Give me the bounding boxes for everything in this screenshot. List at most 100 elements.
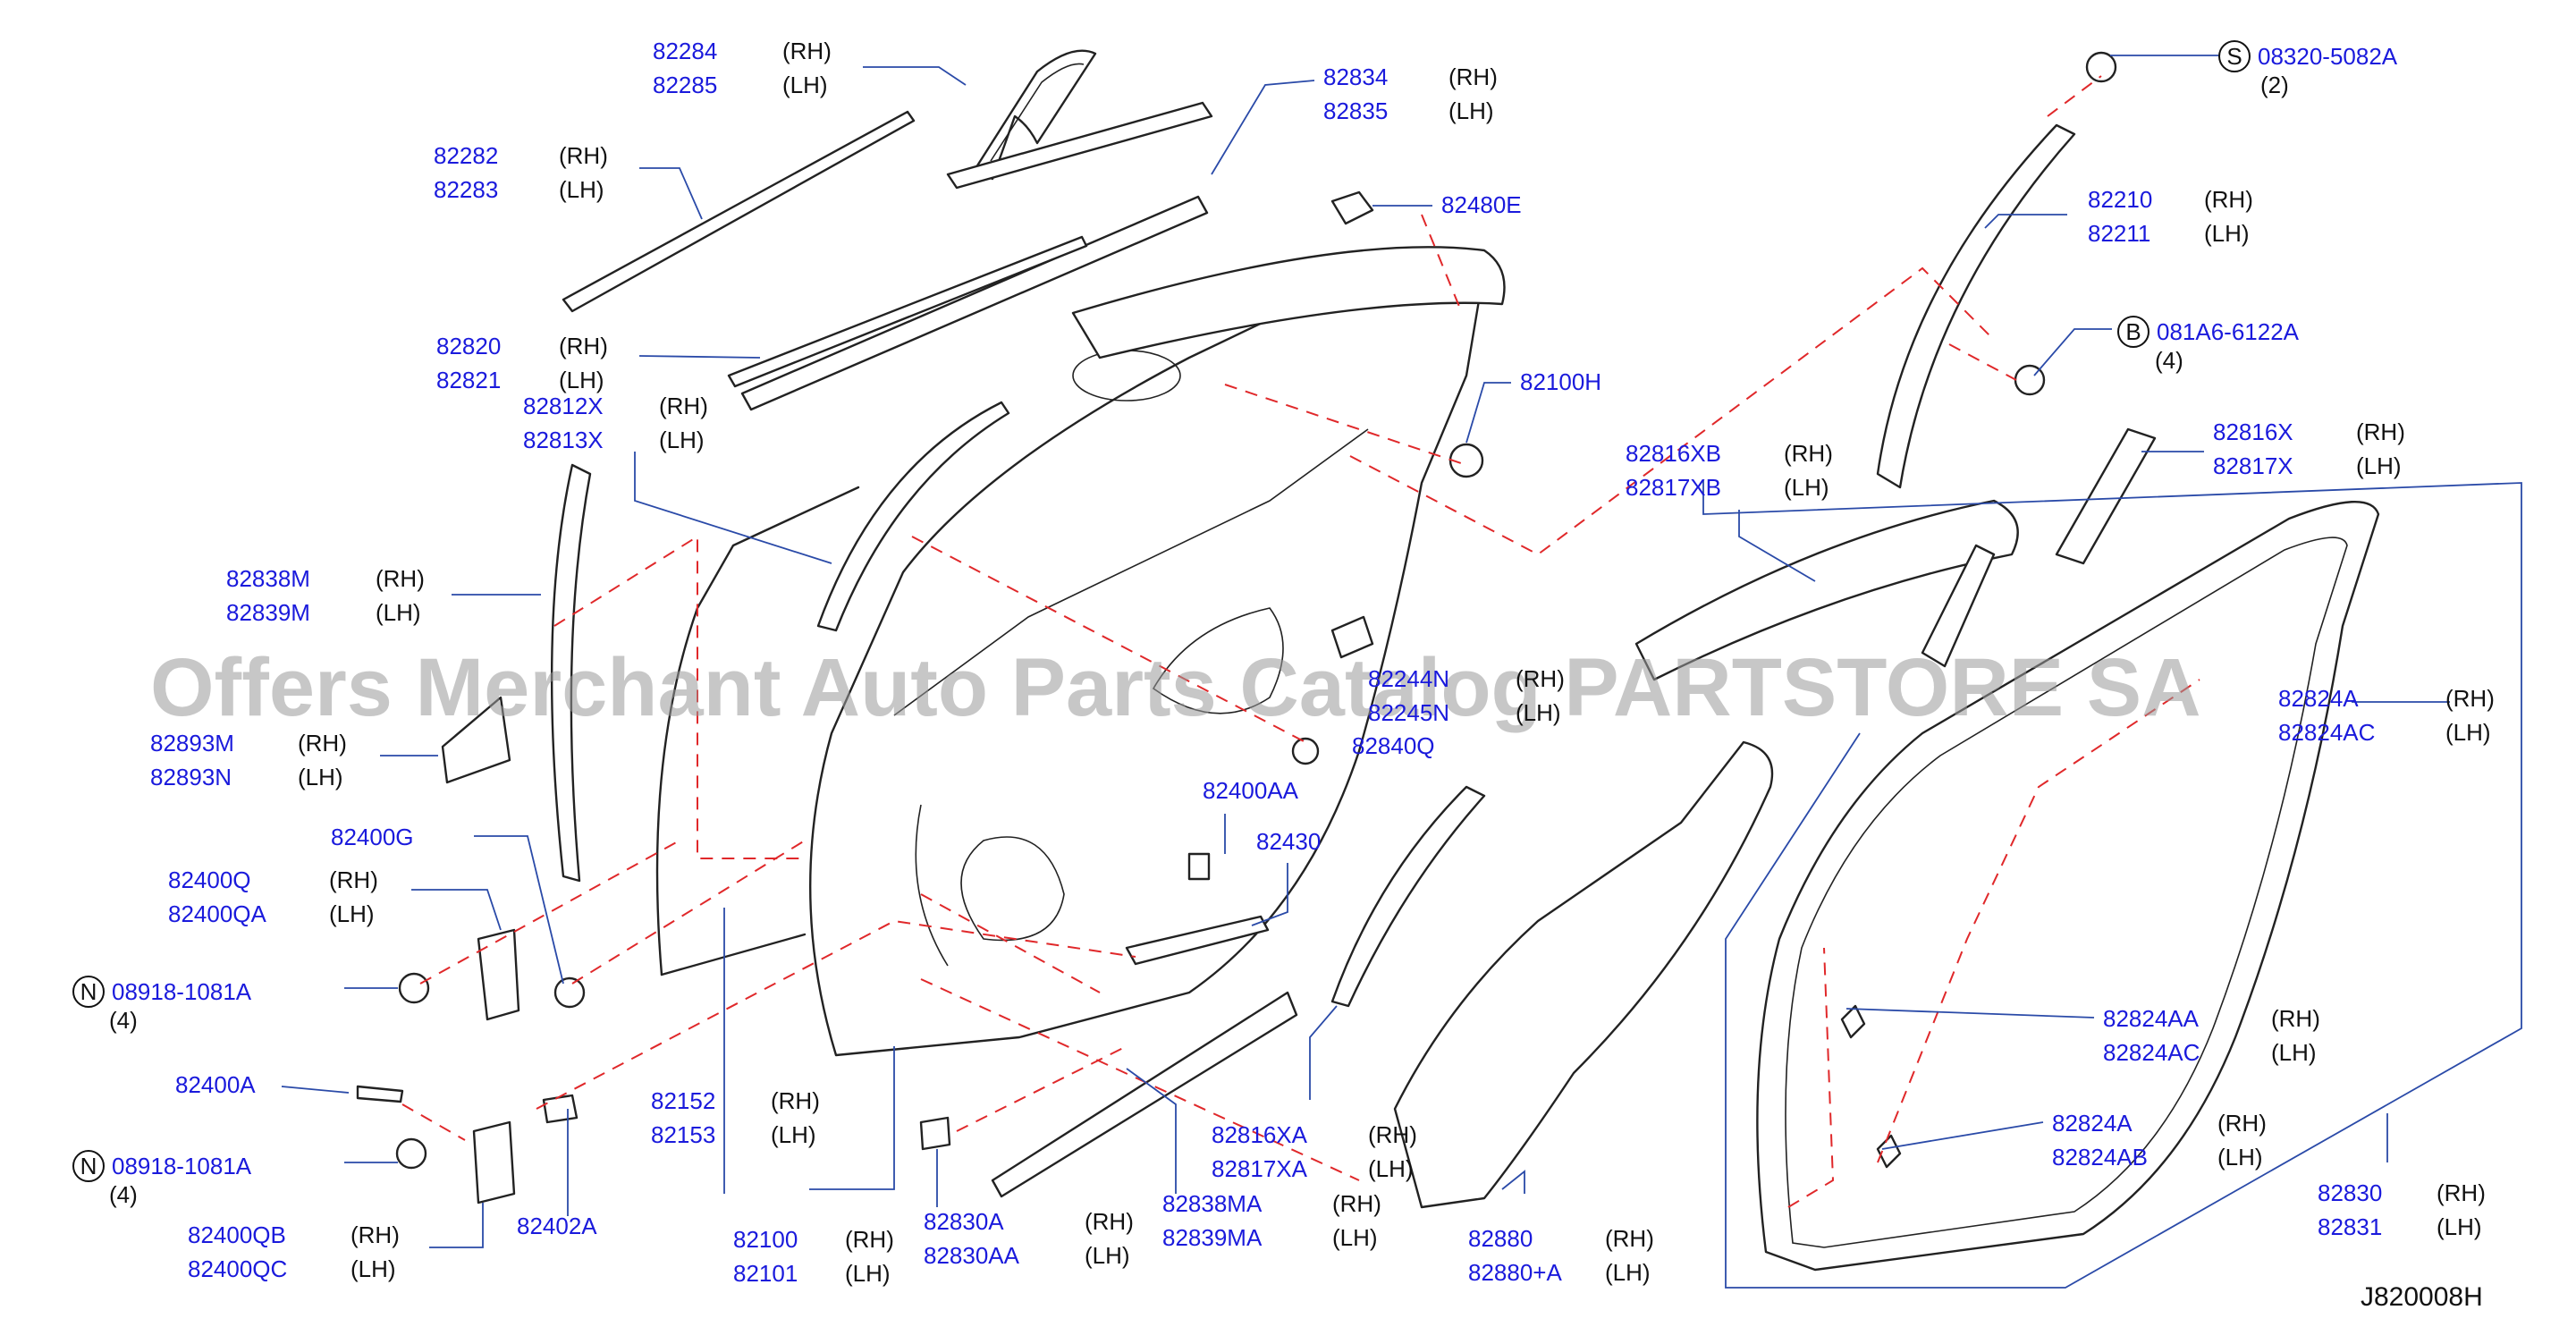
part-number-link[interactable]: 82839MA: [1162, 1224, 1263, 1251]
part-number-link[interactable]: 82245N: [1368, 699, 1449, 726]
part-number-link[interactable]: 82816X: [2213, 418, 2293, 445]
callout-82830A: 82830A(RH)82830AA(LH): [924, 1208, 1134, 1269]
side-designation: (RH): [376, 565, 425, 592]
side-designation: (RH): [329, 866, 378, 893]
part-number-link[interactable]: 82816XB: [1626, 440, 1721, 467]
part-number-link[interactable]: 82831: [2318, 1213, 2382, 1240]
part-number-link[interactable]: 82817XA: [1212, 1155, 1308, 1182]
part-number-link[interactable]: 08918-1081A: [112, 978, 252, 1005]
side-designation: (RH): [1085, 1208, 1134, 1235]
part-number-link[interactable]: 82821: [436, 367, 501, 393]
part-number-link[interactable]: 82824AC: [2278, 719, 2375, 746]
side-designation: (RH): [2356, 418, 2405, 445]
part-number-link[interactable]: 82893N: [150, 764, 232, 790]
part-number-link[interactable]: 82820: [436, 333, 501, 359]
part-door-frame-arc: [1071, 246, 1506, 359]
side-designation: (RH): [298, 730, 347, 756]
part-number-link[interactable]: 82400G: [331, 824, 414, 850]
part-number-link[interactable]: 82824AA: [2103, 1005, 2200, 1032]
side-designation: (RH): [2445, 685, 2495, 712]
part-number-link[interactable]: 82817X: [2213, 452, 2293, 479]
part-number-link[interactable]: 82812X: [523, 393, 604, 419]
part-number-link[interactable]: 82880+A: [1468, 1259, 1562, 1286]
part-number-link[interactable]: 82100H: [1520, 368, 1601, 395]
part-number-link[interactable]: 82839M: [226, 599, 310, 626]
part-82830-weatherstrip: [1756, 500, 2380, 1272]
part-number-link[interactable]: 82480E: [1441, 191, 1522, 218]
part-number-link[interactable]: 82285: [653, 72, 717, 98]
part-number-link[interactable]: 82880: [1468, 1225, 1533, 1252]
callout-82430: 82430: [1256, 828, 1321, 855]
part-number-link[interactable]: 82824AC: [2103, 1039, 2200, 1066]
side-designation: (LH): [782, 72, 828, 98]
callout-82400AA: 82400AA: [1203, 777, 1299, 804]
part-number-link[interactable]: 82893M: [150, 730, 234, 756]
part-number-link[interactable]: 82100: [733, 1226, 798, 1253]
part-number-link[interactable]: 82816XA: [1212, 1121, 1308, 1148]
part-number-link[interactable]: 82211: [2088, 220, 2150, 247]
part-number-link[interactable]: 82400QC: [188, 1255, 287, 1282]
part-number-link[interactable]: 82244N: [1368, 665, 1449, 692]
part-number-link[interactable]: 82210: [2088, 186, 2152, 213]
part-number-link[interactable]: 82824AB: [2052, 1144, 2148, 1171]
part-number-link[interactable]: 82400QA: [168, 900, 267, 927]
part-number-link[interactable]: 82282: [434, 142, 498, 169]
part-number-link[interactable]: 82813X: [523, 427, 604, 453]
part-number-link[interactable]: 08918-1081A: [112, 1153, 252, 1179]
part-number-link[interactable]: 82834: [1323, 63, 1388, 90]
side-designation: (RH): [1784, 440, 1833, 467]
callout-82816XA: 82816XA(RH)82817XA(LH): [1212, 1121, 1417, 1182]
side-designation: (LH): [329, 900, 375, 927]
part-number-link[interactable]: 82400QB: [188, 1221, 286, 1248]
part-number-link[interactable]: 08320-5082A: [2258, 43, 2398, 70]
part-number-link[interactable]: 82817XB: [1626, 474, 1721, 501]
part-number-link[interactable]: 82400A: [175, 1071, 256, 1098]
side-designation: (RH): [1448, 63, 1498, 90]
part-number-link[interactable]: 82400AA: [1203, 777, 1299, 804]
side-designation: (LH): [2271, 1039, 2317, 1066]
part-number-link[interactable]: 82402A: [517, 1213, 597, 1239]
part-number-link[interactable]: 82400Q: [168, 866, 251, 893]
part-number-link[interactable]: 82283: [434, 176, 498, 203]
side-designation: (LH): [351, 1255, 396, 1282]
part-number-link[interactable]: 82840Q: [1352, 732, 1435, 759]
side-designation: (RH): [559, 333, 608, 359]
part-number-link[interactable]: 82152: [651, 1087, 715, 1114]
part-number-link[interactable]: 081A6-6122A: [2157, 318, 2300, 345]
part-number-link[interactable]: 82838M: [226, 565, 310, 592]
part-number-link[interactable]: 82153: [651, 1121, 715, 1148]
part-number-link[interactable]: 82101: [733, 1260, 798, 1287]
part-82816XA-seal: [1330, 785, 1486, 1008]
side-designation: (RH): [2437, 1179, 2486, 1206]
callout-82244N: 82244N(RH)82245N(LH): [1368, 665, 1565, 726]
part-number-link[interactable]: 82824A: [2278, 685, 2359, 712]
part-number-link[interactable]: 82284: [653, 38, 717, 64]
callout-symbol-circle: [2117, 316, 2149, 348]
part-number-link[interactable]: 82824A: [2052, 1110, 2133, 1137]
callout-82840Q: 82840Q: [1352, 732, 1435, 759]
part-82816XB-arc: [1634, 499, 2019, 681]
part-82838M-seal: [550, 463, 592, 883]
side-designation: (RH): [1605, 1225, 1654, 1252]
part-82816X-strip: [2055, 427, 2157, 565]
part-number-link[interactable]: 82835: [1323, 97, 1388, 124]
callout-82838MA: 82838MA(RH)82839MA(LH): [1162, 1190, 1381, 1251]
callout-82152: 82152(RH)82153(LH): [651, 1087, 820, 1148]
callout-symbol-circle: [2218, 40, 2251, 72]
side-designation: (RH): [659, 393, 708, 419]
side-designation: (LH): [2437, 1213, 2482, 1240]
callout-symbol: N: [80, 978, 97, 1005]
side-designation: (RH): [559, 142, 608, 169]
part-number-link[interactable]: 82838MA: [1162, 1190, 1263, 1217]
part-82400QB-hinge: [356, 1085, 579, 1204]
part-number-link[interactable]: 82830: [2318, 1179, 2382, 1206]
callout-82820: 82820(RH)82821(LH): [436, 333, 608, 393]
part-number-link[interactable]: 82830A: [924, 1208, 1004, 1235]
side-designation: (RH): [845, 1226, 894, 1253]
part-82812X-sash: [816, 401, 1010, 632]
part-number-link[interactable]: 82430: [1256, 828, 1321, 855]
part-number-link[interactable]: 82830AA: [924, 1242, 1020, 1269]
